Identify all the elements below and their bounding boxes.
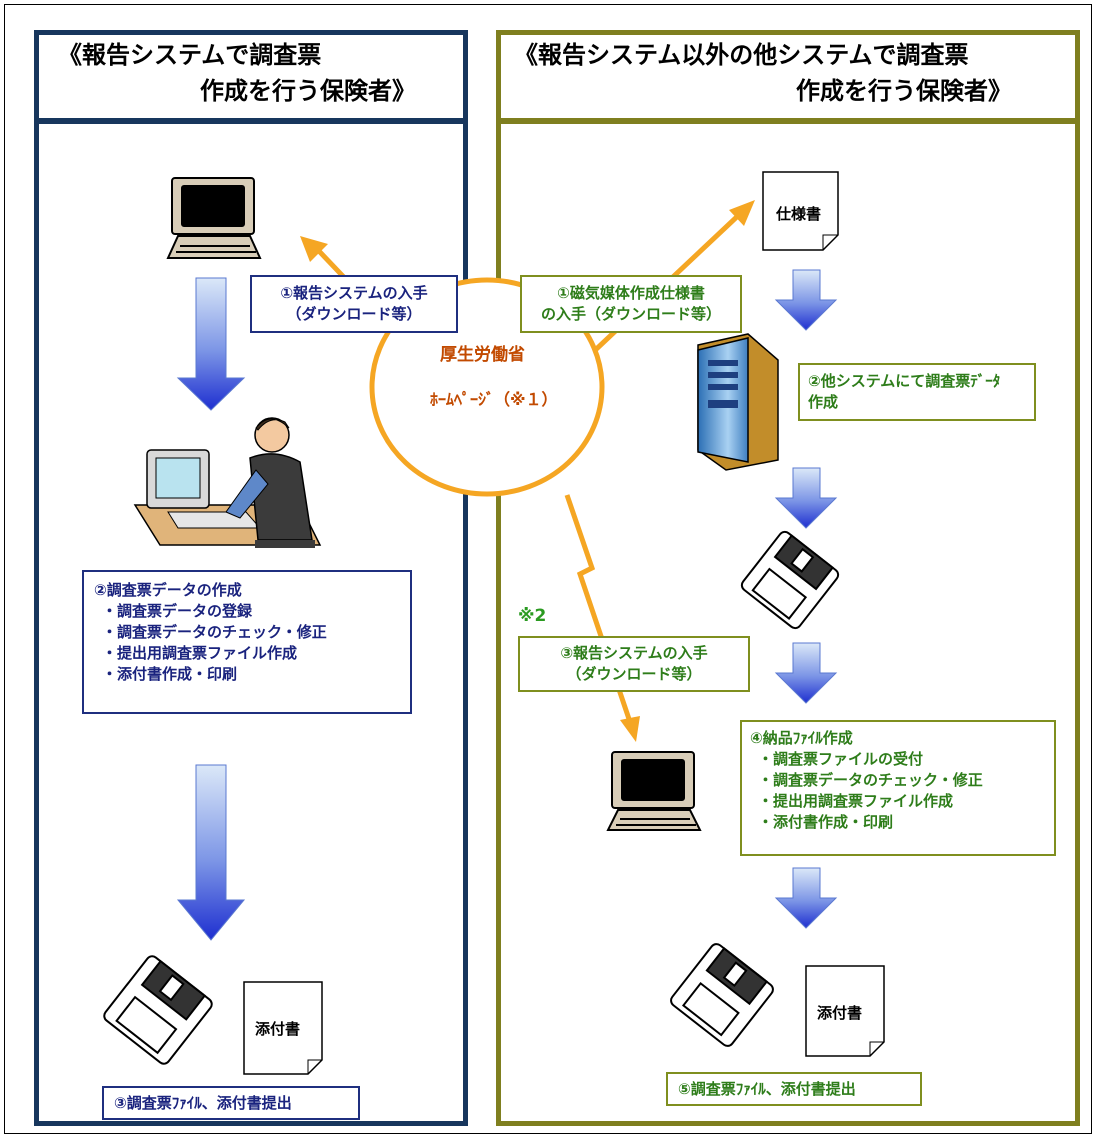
right-attachment-document-icon: [805, 965, 885, 1057]
operator-at-computer-icon: [133, 417, 322, 548]
right-step3-line1: ③報告システムの入手: [560, 644, 708, 662]
left-step1-box: ①報告システムの入手 （ダウンロード等）: [250, 275, 458, 333]
server-tower-icon: [697, 333, 779, 471]
left-arrow-2: [176, 764, 246, 941]
right-step3-box: ③報告システムの入手 （ダウンロード等）: [518, 636, 750, 692]
right-attachment-label: 添付書: [817, 1004, 863, 1022]
left-attachment-document-icon: [243, 981, 323, 1075]
left-computer-icon: [166, 177, 262, 259]
spec-label: 仕様書: [776, 205, 822, 223]
outer-frame: [4, 4, 1092, 1134]
right-header-line2: 作成を行う保険者》: [796, 77, 1012, 105]
left-attachment-label: 添付書: [255, 1020, 301, 1038]
left-step2-item: ・提出用調査票ファイル作成: [102, 644, 298, 662]
mhlw-subtitle: ﾎｰﾑﾍﾟｰｼﾞ（※１）: [430, 390, 558, 409]
right-step5-label: ⑤調査票ﾌｧｲﾙ、添付書提出: [678, 1080, 856, 1098]
right-step4-box: ④納品ﾌｧｲﾙ作成 ・調査票ファイルの受付 ・調査票データのチェック・修正 ・提…: [740, 720, 1056, 856]
right-step2-line2: 作成: [808, 393, 839, 411]
right-step4-title: ④納品ﾌｧｲﾙ作成: [750, 729, 853, 747]
right-step1-line2: の入手（ダウンロード等）: [540, 305, 721, 323]
arrowhead-right-computer: [620, 716, 640, 742]
left-step3-label: ③調査票ﾌｧｲﾙ、添付書提出: [114, 1094, 292, 1112]
right-step4-item: ・調査票データのチェック・修正: [758, 771, 983, 789]
right-bottom-floppy-disk-icon: [670, 943, 774, 1047]
left-floppy-disk-icon: [103, 955, 213, 1065]
note-2: ※2: [518, 606, 547, 626]
left-step1-line1: ①報告システムの入手: [280, 284, 428, 302]
right-arrow-3: [774, 642, 838, 704]
right-arrow-4: [774, 867, 838, 929]
right-step2-box: ②他システムにて調査票ﾃﾞｰﾀ 作成: [798, 363, 1036, 421]
spec-document-icon: [762, 171, 839, 251]
arrowhead-spec: [729, 200, 755, 226]
right-arrow-2: [774, 467, 838, 529]
right-computer-icon: [606, 751, 702, 831]
right-header-line1: 《報告システム以外の他システムで調査票: [514, 41, 969, 69]
right-step5-box: ⑤調査票ﾌｧｲﾙ、添付書提出: [666, 1072, 922, 1106]
left-step2-item: ・添付書作成・印刷: [102, 665, 238, 683]
mhlw-ellipse: [369, 277, 605, 497]
left-step2-box: ②調査票データの作成 ・調査票データの登録 ・調査票データのチェック・修正 ・提…: [82, 570, 412, 714]
left-step3-box: ③調査票ﾌｧｲﾙ、添付書提出: [102, 1086, 360, 1120]
right-step4-item: ・調査票ファイルの受付: [758, 750, 924, 768]
left-step2-item: ・調査票データのチェック・修正: [102, 623, 327, 641]
blue-arrows: [176, 269, 838, 941]
right-step2-line1: ②他システムにて調査票ﾃﾞｰﾀ: [808, 372, 1001, 390]
left-step2-title: ②調査票データの作成: [94, 581, 242, 599]
right-panel-header: [496, 30, 1080, 124]
right-arrow-1: [774, 269, 838, 331]
left-step1-line2: （ダウンロード等）: [286, 305, 422, 323]
mhlw-title: 厚生労働省: [440, 345, 525, 365]
right-step1-line1: ①磁気媒体作成仕様書: [557, 284, 705, 302]
left-header-line1: 《報告システムで調査票: [58, 41, 322, 69]
right-floppy-disk-icon: [740, 530, 840, 630]
arrowhead-left-computer: [300, 236, 328, 262]
left-step2-item: ・調査票データの登録: [102, 602, 253, 620]
right-step3-line2: （ダウンロード等）: [566, 665, 702, 683]
right-step1-box: ①磁気媒体作成仕様書 の入手（ダウンロード等）: [520, 275, 742, 333]
left-arrow-1: [176, 277, 246, 411]
right-step4-item: ・提出用調査票ファイル作成: [758, 792, 954, 810]
left-header-line2: 作成を行う保険者》: [200, 77, 416, 105]
left-panel-header: [34, 30, 468, 124]
right-step4-item: ・添付書作成・印刷: [758, 813, 894, 831]
